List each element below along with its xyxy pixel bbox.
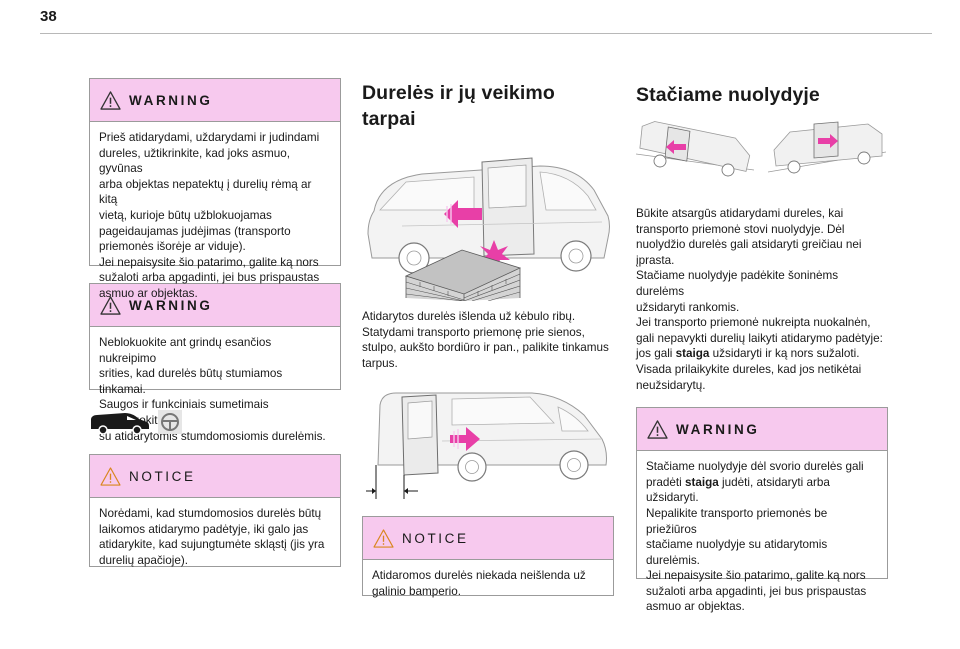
rear-bumper-clearance-illustration bbox=[362, 381, 614, 502]
notice-header: NOTICE bbox=[90, 455, 340, 498]
text-line: Stačiame nuolydyje dėl svorio durelės ga… bbox=[646, 460, 864, 474]
text-line: pradėti staiga judėti, atsidaryti arba bbox=[646, 475, 830, 489]
notice-box-bumper: NOTICE Atidaromos durelės niekada neišle… bbox=[362, 516, 614, 598]
notice-box: NOTICE Norėdami, kad stumdomosios durelė… bbox=[89, 454, 341, 567]
door-clearance-text: Atidarytos durelės išlenda už kėbulo rib… bbox=[362, 310, 609, 370]
text-line: užsidaryti. bbox=[646, 491, 699, 505]
warning-header: WARNING bbox=[90, 284, 340, 327]
page-number: 38 bbox=[40, 8, 57, 25]
text-line: stačiame nuolydyje su atidarytomis durel… bbox=[646, 538, 828, 567]
warning-title: WARNING bbox=[129, 297, 213, 313]
notice-triangle-icon bbox=[100, 466, 121, 486]
warning-triangle-icon bbox=[100, 295, 121, 315]
warning-title: WARNING bbox=[676, 421, 760, 437]
column-right: Stačiame nuolydyje Būkite atsargūs atida… bbox=[636, 82, 888, 613]
text-line: sužaloti arba apgadinti, jei bus prispau… bbox=[646, 584, 867, 598]
warning-header: WARNING bbox=[90, 79, 340, 122]
steering-wheel-icon bbox=[158, 410, 182, 434]
column-left: WARNING Prieš atidarydami, uždarydami ir… bbox=[89, 78, 341, 567]
warning-box-1: WARNING Prieš atidarydami, uždarydami ir… bbox=[89, 78, 341, 300]
text-line: gali nepavykti durelių laikyti atidarymo… bbox=[636, 331, 883, 345]
top-rule bbox=[40, 33, 932, 34]
van-icon bbox=[91, 413, 149, 435]
slope-illustrations bbox=[636, 120, 888, 178]
text-line: Jei transporto priemonė nukreipta nuokal… bbox=[636, 316, 871, 330]
warning-triangle-icon bbox=[100, 90, 121, 110]
text-line: Stačiame nuolydyje padėkite šoninėms dur… bbox=[636, 269, 839, 298]
text-line: Nepalikite transporto priemonės be priež… bbox=[646, 506, 828, 536]
emphasis: staiga bbox=[684, 475, 719, 489]
vehicle-icons bbox=[89, 407, 341, 437]
text-line: Būkite atsargūs atidarydami dureles, kai bbox=[636, 207, 844, 220]
warning-text: Stačiame nuolydyje dėl svorio durelės ga… bbox=[637, 451, 887, 624]
notice-text: Atidaromos durelės niekada neišlenda už … bbox=[372, 569, 586, 598]
text-line: jos gali staiga užsidaryti ir ką nors su… bbox=[636, 347, 860, 361]
text-line: Visada prilaikykite dureles, kad jos net… bbox=[636, 362, 862, 376]
warning-title: WARNING bbox=[129, 92, 213, 108]
notice-title: NOTICE bbox=[402, 530, 469, 546]
section-heading-door-clearance: Durelės ir jų veikimo tarpai bbox=[362, 82, 555, 130]
text-line: įprasta. bbox=[636, 253, 675, 267]
van-near-wall-illustration bbox=[362, 146, 614, 301]
notice-triangle-icon bbox=[373, 529, 394, 548]
warning-box-slope: WARNING Stačiame nuolydyje dėl svorio du… bbox=[636, 407, 888, 613]
text-line: nuolydžio durelės gali atsidaryti greiči… bbox=[636, 238, 862, 252]
steep-slope-text: Būkite atsargūs atidarydami dureles, kai… bbox=[636, 206, 888, 393]
van-on-downhill-illustration bbox=[636, 121, 754, 177]
warning-header: WARNING bbox=[637, 408, 887, 452]
section-heading-steep-slope: Stačiame nuolydyje bbox=[636, 84, 820, 106]
warning-text: Prieš atidarydami, uždarydami ir judinda… bbox=[99, 131, 320, 300]
notice-header: NOTICE bbox=[363, 517, 613, 561]
text-line: Jei nepaisysite šio patarimo, galite ką … bbox=[646, 569, 866, 583]
text-line: užsidaryti rankomis. bbox=[636, 300, 740, 314]
notice-title: NOTICE bbox=[129, 468, 196, 484]
text-line: asmuo ar objektas. bbox=[646, 600, 745, 614]
van-on-uphill-illustration bbox=[768, 121, 886, 174]
emphasis: staiga bbox=[675, 347, 710, 361]
column-middle: Durelės ir jų veikimo tarpai Atidarytos … bbox=[362, 80, 614, 598]
text-line: neužsidarytų. bbox=[636, 378, 706, 392]
notice-text: Norėdami, kad stumdomosios durelės būtų … bbox=[99, 507, 325, 567]
warning-triangle-icon bbox=[647, 419, 668, 439]
text-line: transporto priemonė stovi nuolydyje. Dėl bbox=[636, 222, 845, 236]
